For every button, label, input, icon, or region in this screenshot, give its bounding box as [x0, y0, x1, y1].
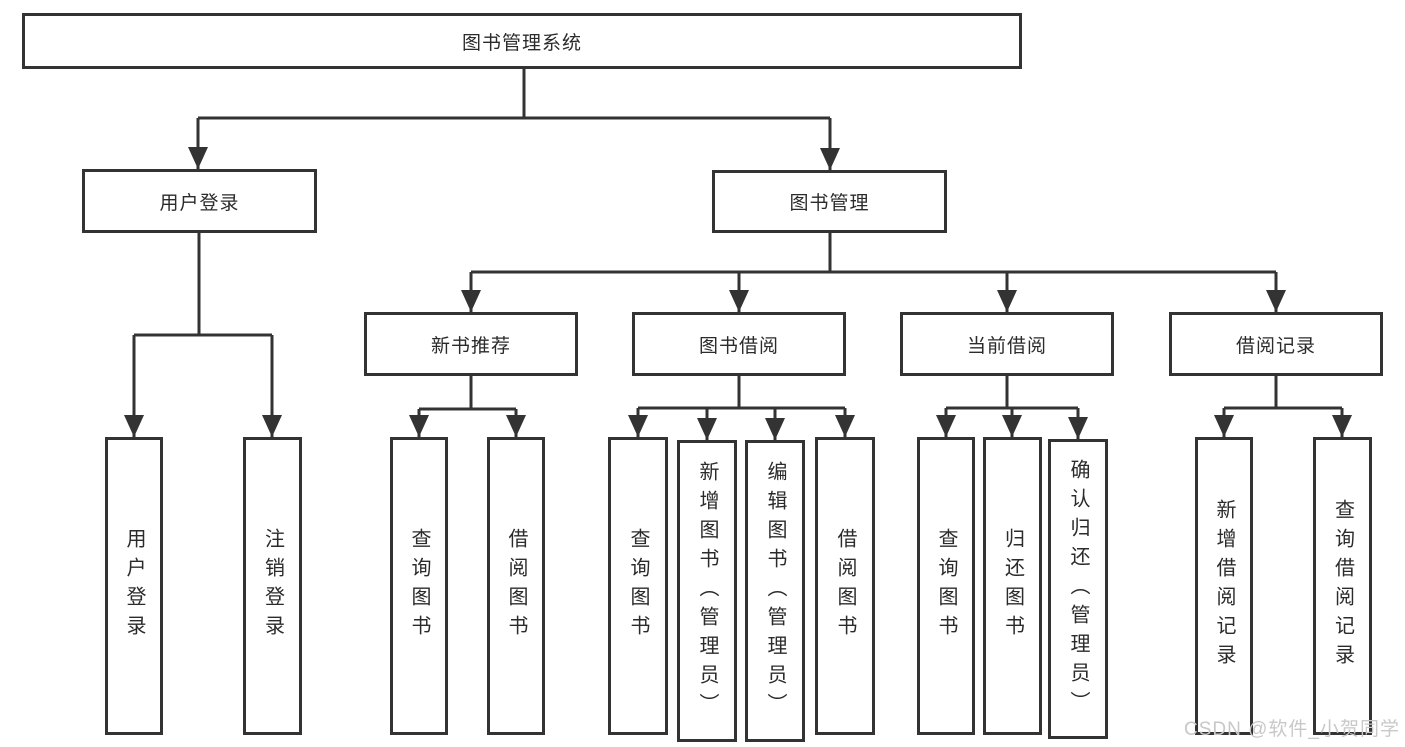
- csdn-watermark: CSDN @软件_小贺同学: [1184, 719, 1400, 740]
- node-borrowing-records: 借阅记录: [1169, 312, 1383, 376]
- leaf-add-borrow-record: 新增借阅记录: [1195, 437, 1253, 735]
- node-current-borrowing: 当前借阅: [900, 312, 1114, 376]
- leaf-query-borrow-record-label: 查询借阅记录: [1331, 499, 1354, 673]
- leaf-query-books-rec: 查询图书: [390, 437, 448, 735]
- leaf-query-books-borrow: 查询图书: [608, 437, 668, 735]
- leaf-add-book-admin-label: 新增图书（管理员）: [696, 460, 718, 722]
- leaf-query-borrow-record: 查询借阅记录: [1313, 437, 1372, 735]
- leaf-borrow-books-rec-label: 借阅图书: [505, 528, 527, 644]
- leaf-query-books-borrow-label: 查询图书: [627, 528, 649, 644]
- leaf-logout: 注销登录: [243, 437, 302, 735]
- node-book-borrowing: 图书借阅: [632, 312, 846, 376]
- leaf-logout-label: 注销登录: [261, 528, 284, 644]
- node-new-book-recommend-label: 新书推荐: [430, 335, 511, 357]
- leaf-query-books-rec-label: 查询图书: [408, 528, 430, 644]
- node-new-book-recommend: 新书推荐: [364, 312, 578, 376]
- leaf-confirm-return-admin-label: 确认归还（管理员）: [1067, 458, 1089, 720]
- leaf-borrow-books-label: 借阅图书: [834, 528, 856, 644]
- leaf-confirm-return-admin: 确认归还（管理员）: [1048, 439, 1108, 739]
- leaf-user-login: 用户登录: [105, 437, 163, 735]
- node-book-management: 图书管理: [712, 170, 947, 233]
- node-book-management-label: 图书管理: [789, 193, 870, 214]
- node-user-login-label: 用户登录: [159, 192, 240, 214]
- node-book-borrowing-label: 图书借阅: [698, 335, 779, 357]
- node-current-borrowing-label: 当前借阅: [966, 335, 1047, 357]
- leaf-borrow-books-rec: 借阅图书: [487, 437, 545, 735]
- node-root: 图书管理系统: [22, 13, 1022, 69]
- leaf-return-books-label: 归还图书: [1001, 528, 1024, 644]
- leaf-query-books-current-label: 查询图书: [935, 528, 957, 644]
- leaf-user-login-label: 用户登录: [123, 528, 145, 644]
- leaf-edit-book-admin-label: 编辑图书（管理员）: [764, 460, 786, 722]
- leaf-add-borrow-record-label: 新增借阅记录: [1213, 499, 1235, 673]
- leaf-borrow-books: 借阅图书: [815, 437, 875, 735]
- node-borrowing-records-label: 借阅记录: [1235, 335, 1316, 357]
- leaf-edit-book-admin: 编辑图书（管理员）: [745, 440, 805, 742]
- leaf-add-book-admin: 新增图书（管理员）: [677, 440, 737, 742]
- leaf-query-books-current: 查询图书: [917, 437, 975, 735]
- node-user-login: 用户登录: [82, 169, 317, 233]
- node-root-label: 图书管理系统: [461, 32, 582, 54]
- leaf-return-books: 归还图书: [983, 437, 1042, 735]
